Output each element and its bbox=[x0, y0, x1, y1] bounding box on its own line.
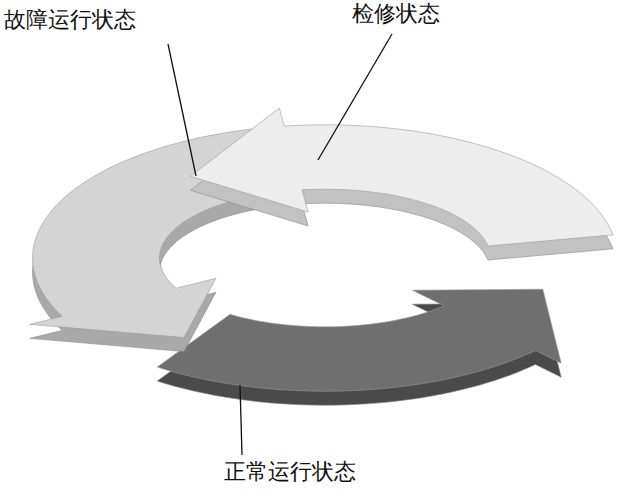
state-label: 正常运行状态 bbox=[222, 460, 358, 484]
state-label: 检修状态 bbox=[350, 2, 442, 26]
maintenance-arrow bbox=[190, 108, 613, 260]
arrow-top bbox=[190, 108, 613, 246]
normal-arrow bbox=[157, 289, 561, 405]
leader-line bbox=[318, 34, 392, 160]
arrow-top bbox=[157, 289, 561, 391]
leader-line bbox=[168, 44, 196, 176]
leader-line bbox=[240, 385, 242, 455]
state-label: 故障运行状态 bbox=[2, 8, 138, 32]
